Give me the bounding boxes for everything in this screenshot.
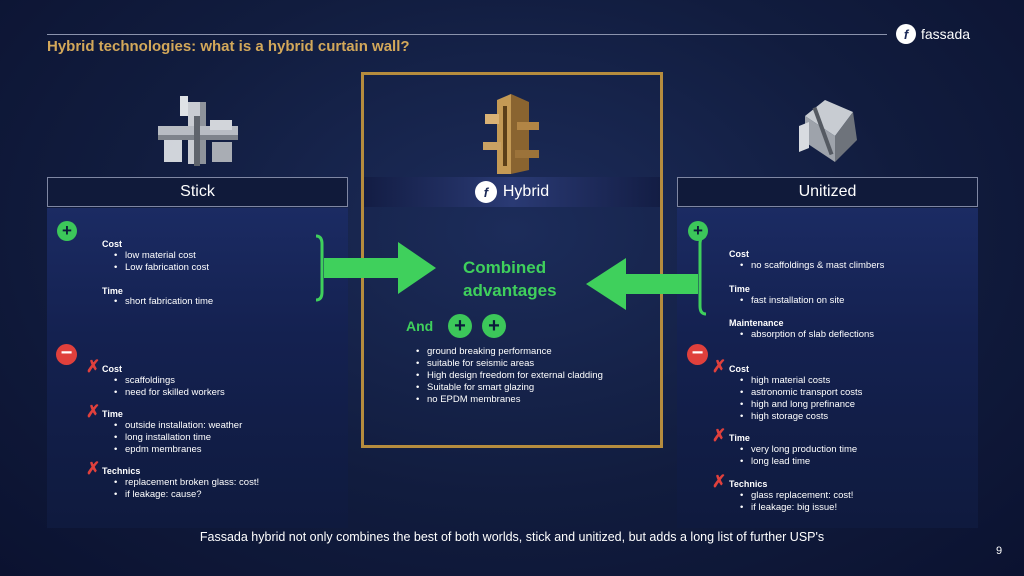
stick-cons-technics-heading: Technics [102,466,141,476]
list-item: no EPDM membranes [416,394,603,406]
stick-cons-cost-list: scaffoldings need for skilled workers [114,375,225,399]
plus-icon: + [482,314,506,338]
plus-icon: + [448,314,472,338]
unitized-header: Unitized [677,177,978,207]
cross-icon: ✗ [712,426,727,445]
stick-pros-time-list: short fabrication time [114,296,213,308]
cross-icon: ✗ [86,402,101,421]
plus-icon: + [688,221,708,241]
list-item: replacement broken glass: cost! [114,477,259,489]
list-item: astronomic transport costs [740,387,862,399]
minus-icon: − [56,343,77,365]
list-item: long installation time [114,432,242,444]
list-item: glass replacement: cost! [740,490,853,502]
plus-icon: + [57,221,77,241]
fassada-logo-icon: f [474,181,497,203]
stick-cons-time-list: outside installation: weather long insta… [114,420,242,456]
unitized-pros-cost-list: no scaffoldings & mast climbers [740,260,884,272]
list-item: fast installation on site [740,295,844,307]
stick-cons-time-heading: Time [102,409,123,419]
stick-pros-cost-list: low material cost Low fabrication cost [114,250,209,274]
list-item: scaffoldings [114,375,225,387]
unitized-cons-cost-heading: Cost [729,364,749,374]
stick-cons-cost-heading: Cost [102,364,122,374]
stick-pros-time-heading: Time [102,286,123,296]
unitized-cons-cost-list: high material costs astronomic transport… [740,375,862,423]
list-item: short fabrication time [114,296,213,308]
header-rule [47,34,887,35]
list-item: very long production time [740,444,857,456]
unitized-cons-time-heading: Time [729,433,750,443]
hybrid-profile-icon [483,94,539,174]
hybrid-extra-list: ground breaking performance suitable for… [416,346,603,406]
list-item: ground breaking performance [416,346,603,358]
list-item: high and long prefinance [740,399,862,411]
unitized-pros-time-list: fast installation on site [740,295,844,307]
unitized-cons-technics-list: glass replacement: cost! if leakage: big… [740,490,853,514]
list-item: absorption of slab deflections [740,329,874,341]
hybrid-header: f Hybrid [364,177,660,207]
list-item: need for skilled workers [114,387,225,399]
list-item: if leakage: cause? [114,489,259,501]
unitized-cons-time-list: very long production time long lead time [740,444,857,468]
list-item: epdm membranes [114,444,242,456]
footer-text: Fassada hybrid not only combines the bes… [199,530,825,544]
unitized-title: Unitized [798,183,857,200]
cross-icon: ✗ [712,357,727,376]
cross-icon: ✗ [712,472,727,491]
arrow-right-icon [315,234,436,302]
stick-title: Stick [180,183,215,200]
unitized-profile-icon [799,100,857,162]
unitized-pros-cost-heading: Cost [729,249,749,259]
unitized-cons-technics-heading: Technics [729,479,768,489]
list-item: High design freedom for external claddin… [416,370,603,382]
combined-line-1: Combined [463,258,547,277]
arrow-left-icon [586,234,707,316]
stick-profile-icon [158,96,238,166]
stick-cons-technics-list: replacement broken glass: cost! if leaka… [114,477,259,501]
list-item: high material costs [740,375,862,387]
list-item: Low fabrication cost [114,262,209,274]
page-number: 9 [996,545,1003,557]
list-item: suitable for seismic areas [416,358,603,370]
list-item: no scaffoldings & mast climbers [740,260,884,272]
list-item: outside installation: weather [114,420,242,432]
list-item: Suitable for smart glazing [416,382,603,394]
cross-icon: ✗ [86,459,101,478]
list-item: if leakage: big issue! [740,502,853,514]
unitized-pros-maintenance-list: absorption of slab deflections [740,329,874,341]
logo-text: fassada [921,26,971,42]
and-label: And [406,318,434,334]
fassada-logo: f fassada [896,24,970,44]
stick-header: Stick [47,177,348,207]
list-item: high storage costs [740,411,862,423]
hybrid-title: Hybrid [502,183,550,200]
minus-icon: − [687,343,708,365]
unitized-pros-maintenance-heading: Maintenance [729,318,784,328]
unitized-pros-time-heading: Time [729,284,750,294]
page-title: Hybrid technologies: what is a hybrid cu… [47,38,410,55]
fassada-logo-icon: f [896,24,916,44]
list-item: low material cost [114,250,209,262]
list-item: long lead time [740,456,857,468]
cross-icon: ✗ [86,357,101,376]
stick-pros-cost-heading: Cost [102,239,122,249]
combined-advantages: Combined advantages [463,256,557,302]
combined-line-2: advantages [463,281,557,300]
